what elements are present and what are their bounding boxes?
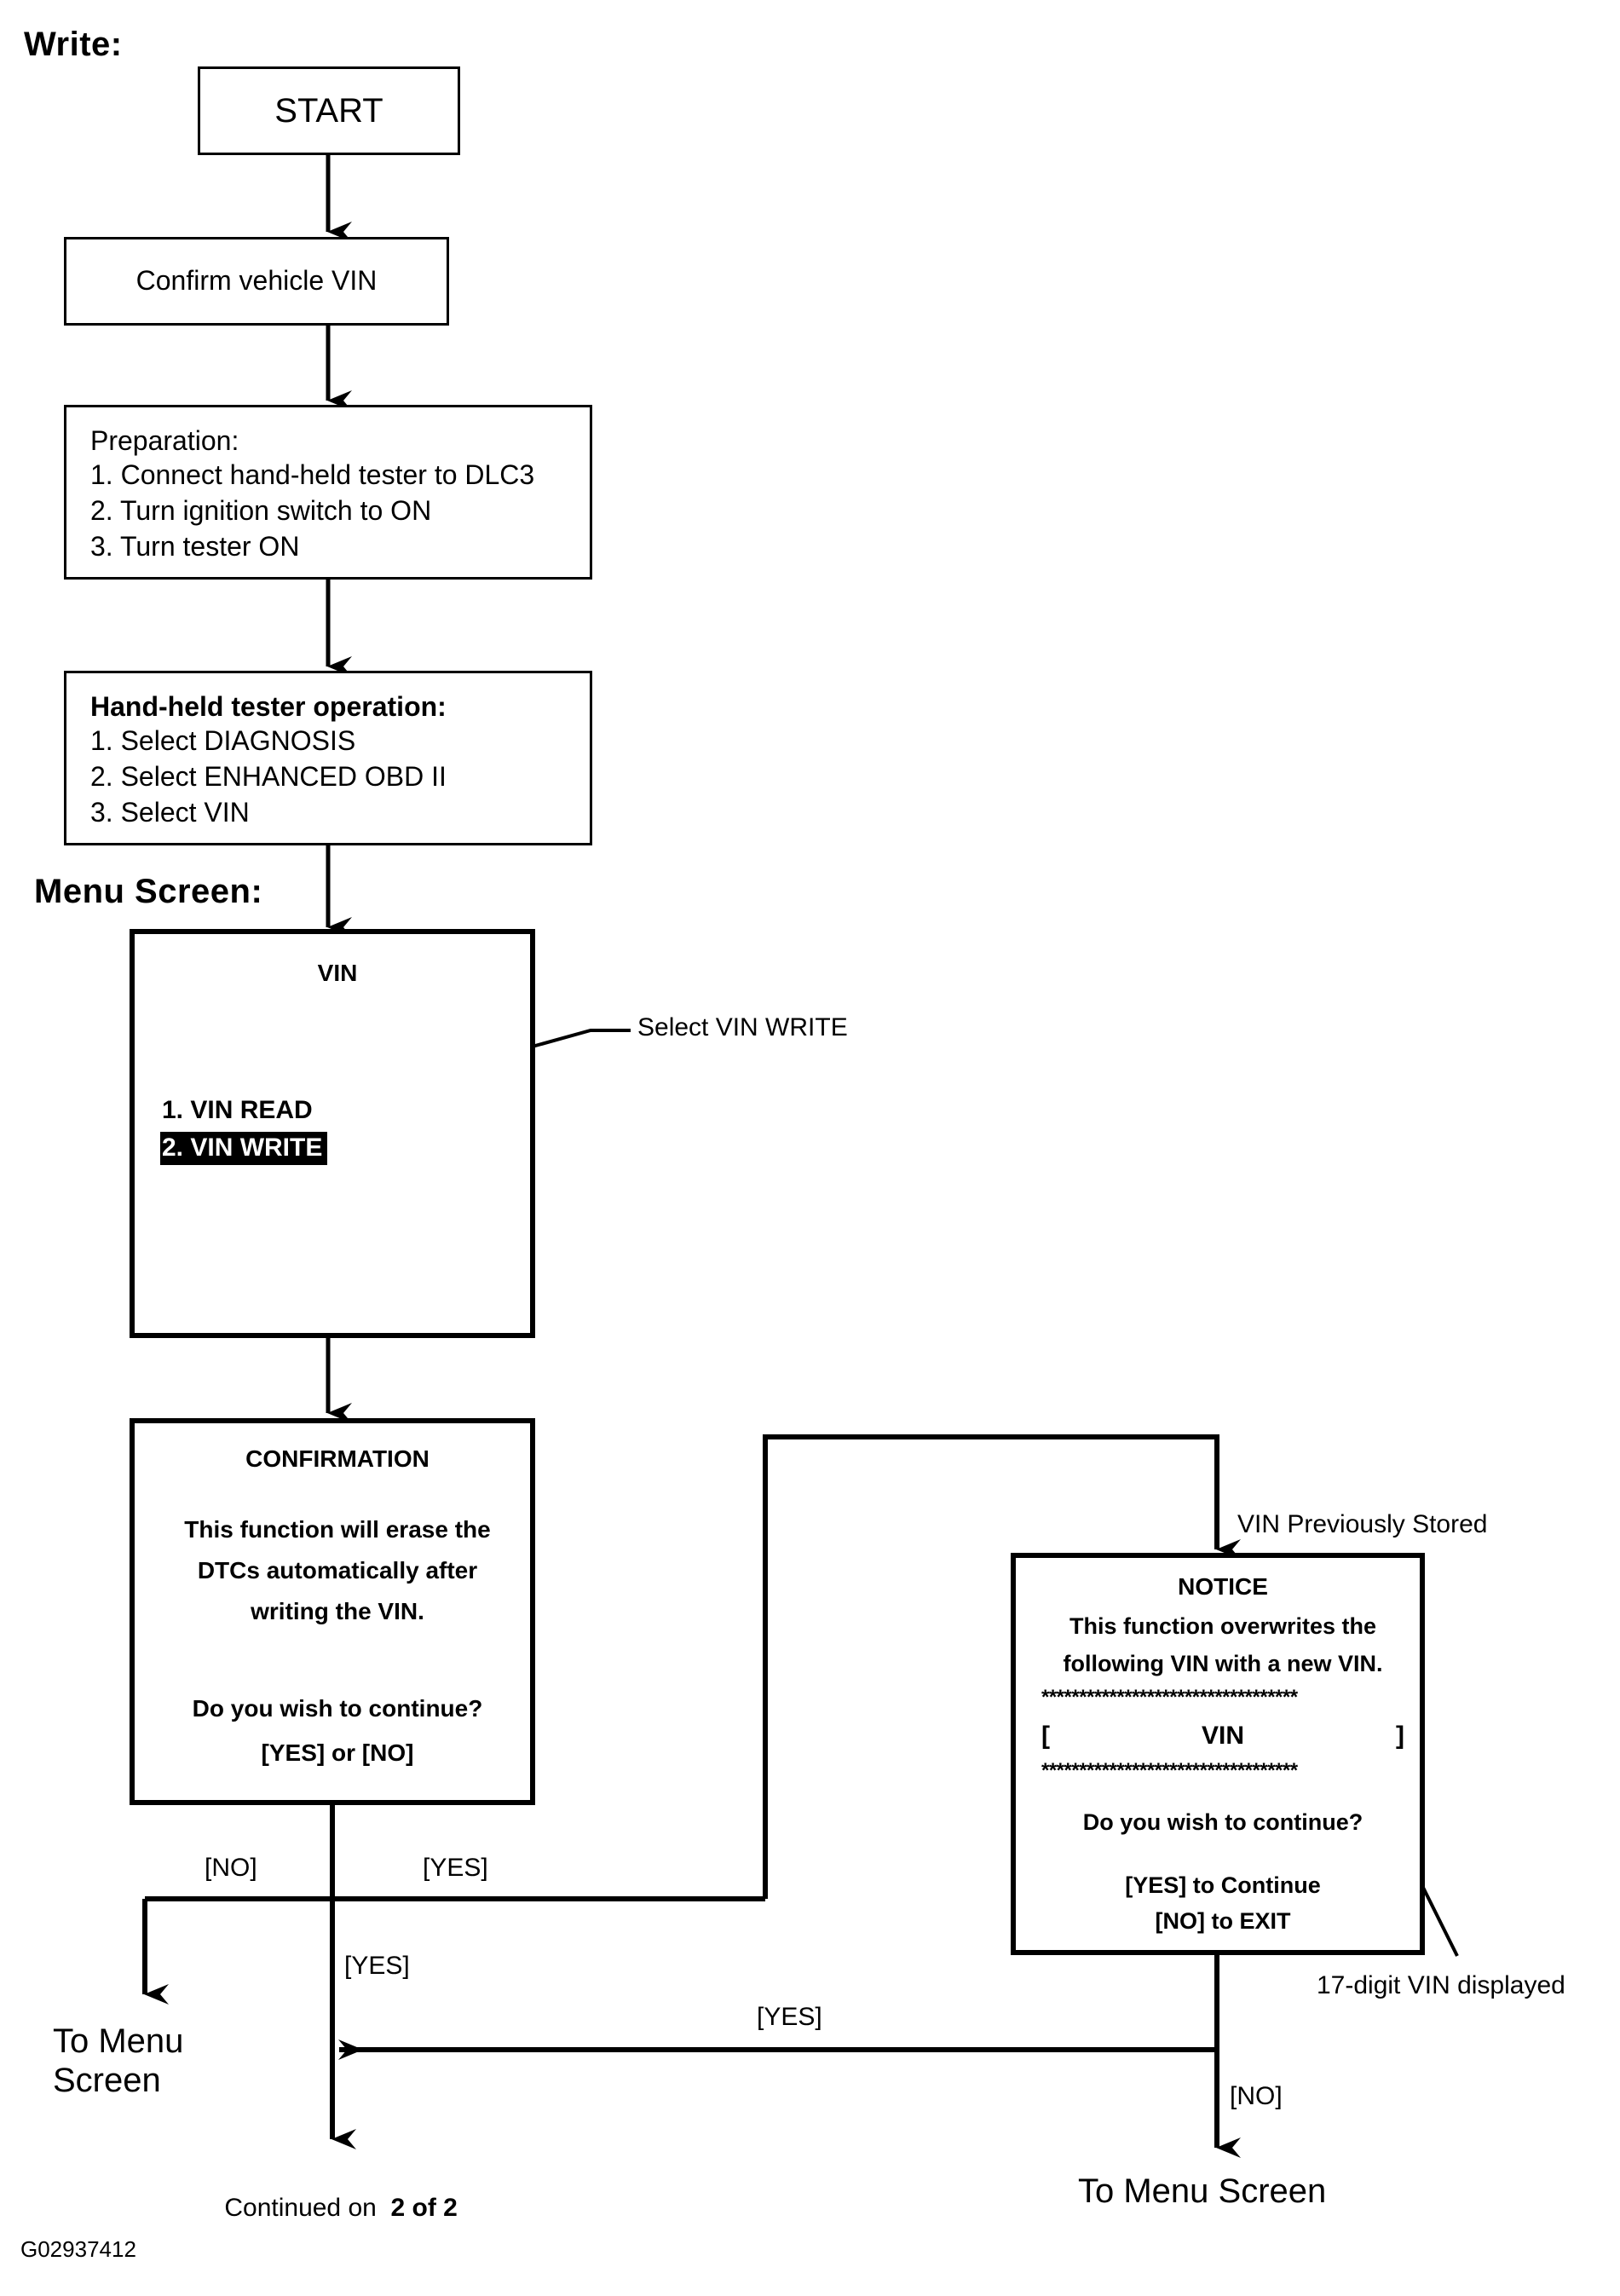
screen-notice-vin-field: [ VIN ] — [1041, 1722, 1404, 1751]
screen-notice-vin-bracket-open: [ — [1041, 1722, 1050, 1750]
terminal-continued-ref: 2 of 2 — [390, 2194, 458, 2222]
screen-vin-menu-title: VIN — [317, 960, 358, 986]
terminal-to-menu-screen-right: To Menu Screen — [1078, 2172, 1327, 2210]
edge-label-notice-no: [NO] — [1230, 2082, 1283, 2110]
terminal-continued-on: Continued on 2 of 2 — [196, 2165, 458, 2252]
screen-notice-vin-bracket-close: ] — [1395, 1722, 1404, 1750]
node-start: START — [198, 66, 460, 155]
screen-notice-title: NOTICE — [1178, 1573, 1268, 1600]
screen-vin-menu-item-vin-write[interactable]: 2. VIN WRITE — [160, 1132, 328, 1165]
node-preparation-step-2: 2. Turn ignition switch to ON — [90, 495, 432, 526]
screen-confirmation-line-1: This function will erase the — [184, 1516, 491, 1543]
callout-17-digit-vin-displayed: 17-digit VIN displayed — [1317, 1971, 1565, 1999]
terminal-to-menu-screen-left: To Menu Screen — [53, 2022, 184, 2099]
callout-select-vin-write: Select VIN WRITE — [637, 1013, 848, 1041]
edge-label-confirmation-no: [NO] — [205, 1854, 257, 1882]
screen-vin-menu: VIN 1. VIN READ 2. VIN WRITE — [130, 929, 535, 1338]
node-preparation-step-1: 1. Connect hand-held tester to DLC3 — [90, 459, 535, 490]
screen-notice-option-yes: [YES] to Continue — [1125, 1872, 1321, 1898]
node-tester-operation-step-2: 2. Select ENHANCED OBD II — [90, 761, 447, 792]
screen-notice-vin-placeholder: VIN — [1201, 1722, 1244, 1750]
screen-notice-line-2: following VIN with a new VIN. — [1063, 1651, 1383, 1676]
node-start-label: START — [274, 92, 383, 130]
node-tester-operation: Hand-held tester operation: 1. Select DI… — [64, 671, 592, 845]
edge-label-confirmation-yes-down: [YES] — [344, 1952, 410, 1980]
screen-confirmation: CONFIRMATION This function will erase th… — [130, 1418, 535, 1805]
screen-confirmation-line-3: writing the VIN. — [251, 1598, 424, 1624]
screen-confirmation-question: Do you wish to continue? — [192, 1695, 483, 1722]
section-heading-write: Write: — [24, 26, 123, 63]
node-preparation-step-3: 3. Turn tester ON — [90, 531, 300, 562]
screen-confirmation-options: [YES] or [NO] — [261, 1739, 414, 1766]
screen-notice-asterisks-top: ********************************** — [1041, 1686, 1298, 1709]
section-heading-menu-screen: Menu Screen: — [34, 873, 263, 910]
node-preparation-heading: Preparation: — [90, 425, 239, 456]
screen-notice-option-no: [NO] to EXIT — [1155, 1908, 1291, 1934]
node-tester-operation-step-3: 3. Select VIN — [90, 797, 250, 828]
edge-label-notice-yes: [YES] — [757, 2003, 822, 2031]
node-confirm-vehicle-vin-label: Confirm vehicle VIN — [135, 265, 378, 297]
screen-confirmation-line-2: DTCs automatically after — [197, 1557, 478, 1584]
screen-vin-menu-item-vin-read-row[interactable]: 1. VIN READ — [162, 1096, 313, 1125]
node-tester-operation-heading: Hand-held tester operation: — [90, 691, 447, 722]
edge-label-confirmation-yes-right: [YES] — [423, 1854, 488, 1882]
screen-notice: NOTICE This function overwrites the foll… — [1011, 1553, 1425, 1955]
screen-notice-line-1: This function overwrites the — [1069, 1613, 1377, 1639]
node-tester-operation-step-1: 1. Select DIAGNOSIS — [90, 725, 356, 756]
screen-notice-question: Do you wish to continue? — [1082, 1809, 1363, 1835]
figure-id: G02937412 — [20, 2236, 136, 2262]
node-confirm-vehicle-vin: Confirm vehicle VIN — [64, 237, 449, 326]
screen-vin-menu-item-vin-read[interactable]: 1. VIN READ — [162, 1096, 313, 1124]
screen-notice-asterisks-bottom: ********************************** — [1041, 1759, 1298, 1782]
screen-confirmation-title: CONFIRMATION — [245, 1445, 430, 1472]
terminal-continued-prefix: Continued on — [224, 2194, 391, 2222]
screen-vin-menu-item-vin-write-row[interactable]: 2. VIN WRITE — [160, 1132, 328, 1165]
callout-vin-previously-stored: VIN Previously Stored — [1237, 1510, 1488, 1538]
node-preparation: Preparation: 1. Connect hand-held tester… — [64, 405, 592, 580]
